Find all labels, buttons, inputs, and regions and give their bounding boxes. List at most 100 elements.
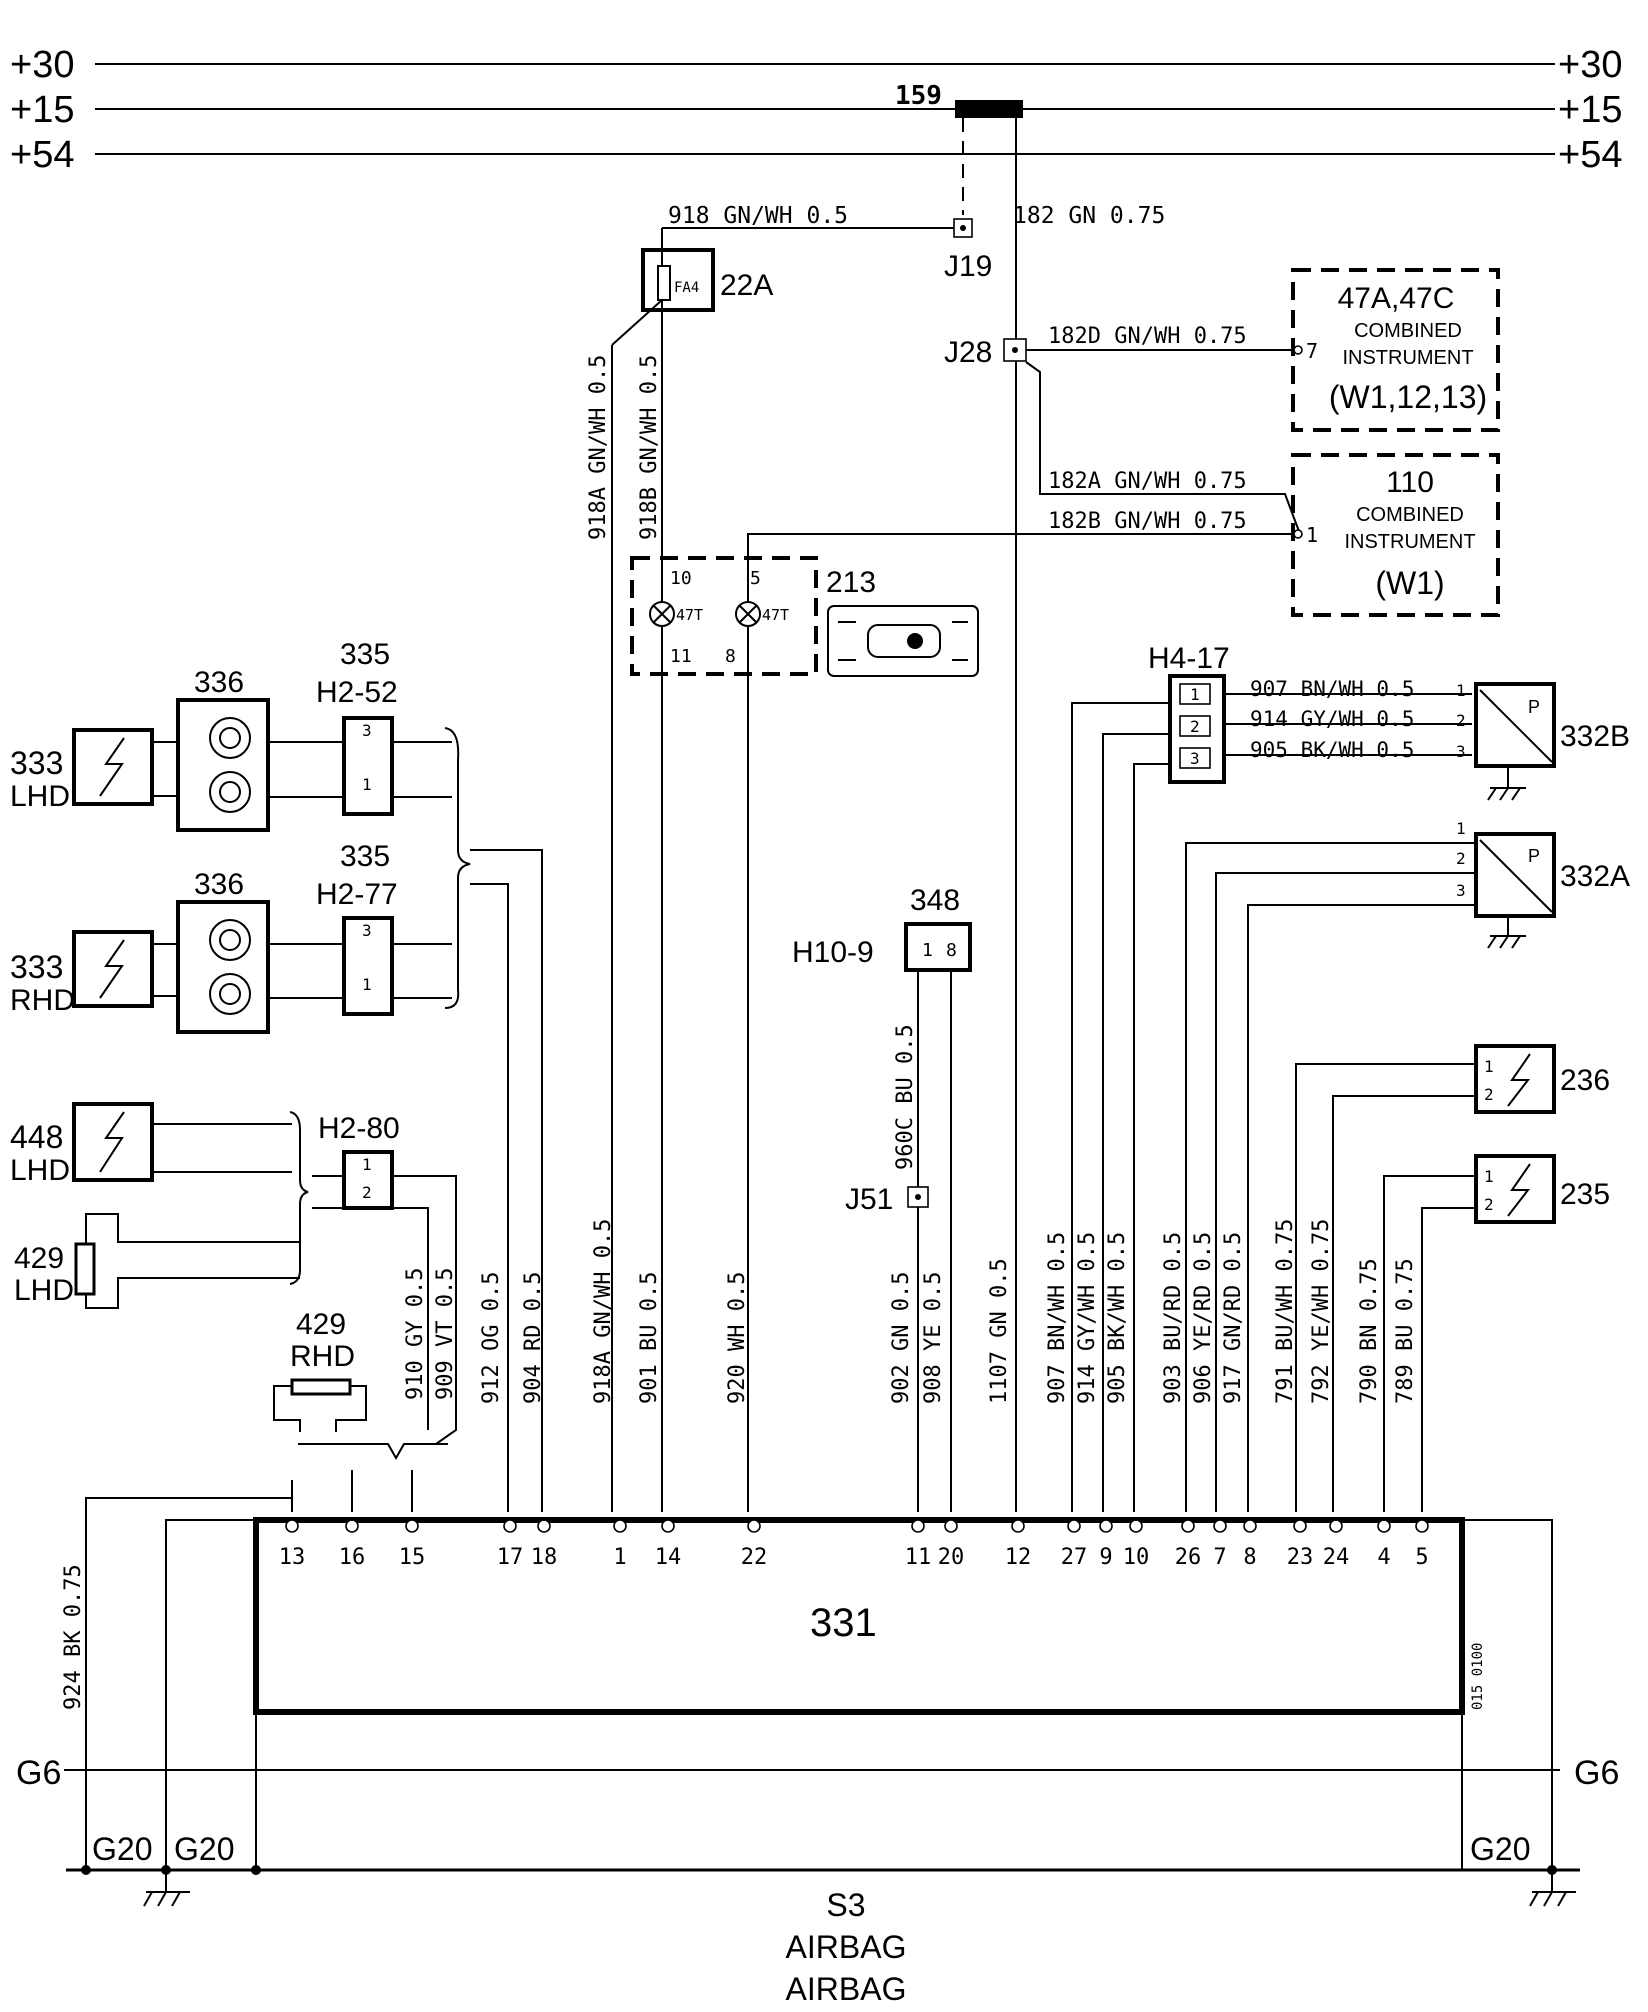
ecu-pin-label: 15 xyxy=(399,1545,426,1570)
ecu-pin xyxy=(944,1519,958,1533)
svg-text:1: 1 xyxy=(1484,1057,1494,1076)
wire-918: 918 GN/WH 0.5 xyxy=(668,203,848,229)
wire-label: 904 RD 0.5 xyxy=(521,1272,546,1404)
label-g20-3: G20 xyxy=(1470,1831,1530,1867)
ecu-pin xyxy=(1129,1519,1143,1533)
svg-text:LHD: LHD xyxy=(10,1154,70,1187)
svg-text:47T: 47T xyxy=(762,606,789,624)
driver-airbag-rhd: 333 RHD 336 3 1 335 H2-77 xyxy=(10,840,452,1034)
wire-label: 1107 GN 0.5 xyxy=(987,1258,1012,1404)
rail-15-right: +15 xyxy=(1558,89,1622,131)
diagram-title: AIRBAG xyxy=(786,1929,907,1965)
wire-918a-top: 918A GN/WH 0.5 xyxy=(586,355,611,540)
label-j19: J19 xyxy=(944,250,992,283)
label-h2-77: H2-77 xyxy=(316,878,398,911)
label-331: 331 xyxy=(810,1601,877,1645)
svg-text:P: P xyxy=(1528,697,1540,717)
svg-text:1: 1 xyxy=(922,940,933,961)
junction-j19: J19 918 GN/WH 0.5 xyxy=(662,203,992,283)
ecu-pin xyxy=(1181,1519,1195,1533)
wire-label: 920 WH 0.5 xyxy=(725,1272,750,1404)
svg-text:1: 1 xyxy=(1456,681,1466,700)
ecu-pin-label: 23 xyxy=(1287,1545,1314,1570)
driver-airbag-lhd: 333 LHD 336 3 1 335 H2-52 xyxy=(10,638,452,832)
rail-30-left: +30 xyxy=(10,44,74,86)
wire-182a: 182A GN/WH 0.75 xyxy=(1048,469,1247,494)
svg-text:2: 2 xyxy=(1484,1195,1494,1214)
connector-h4-17: H4-17 1 2 3 907 BN/WH 0.5 914 GY/WH 0.5 … xyxy=(1071,642,1472,1512)
label-g6-left: G6 xyxy=(16,1754,61,1792)
svg-text:(W1,12,13): (W1,12,13) xyxy=(1329,379,1487,415)
diagram-title-2: AIRBAG xyxy=(786,1971,907,2007)
label-j51: J51 xyxy=(845,1183,893,1216)
wire-label: 790 BN 0.75 xyxy=(1357,1258,1382,1404)
svg-text:3: 3 xyxy=(362,921,372,940)
rail-54-right: +54 xyxy=(1558,134,1622,176)
ecu-pin-label: 8 xyxy=(1243,1545,1256,1570)
ecu-pin xyxy=(537,1519,551,1533)
svg-text:10: 10 xyxy=(670,568,692,589)
label-22a: 22A xyxy=(720,269,773,302)
wire-905-top: 905 BK/WH 0.5 xyxy=(1250,738,1414,762)
label-335-bottom: 335 xyxy=(340,840,390,873)
ecu-pin xyxy=(285,1519,299,1533)
label-336-bottom: 336 xyxy=(194,868,244,901)
diagram-code: S3 xyxy=(826,1887,865,1923)
wire-924: 924 BK 0.75 xyxy=(61,1564,86,1710)
svg-text:47T: 47T xyxy=(676,606,703,624)
wire-label: 906 YE/RD 0.5 xyxy=(1191,1232,1216,1404)
connector-348: 348 H10-9 1 8 960C BU 0.5 J51 xyxy=(792,884,972,1512)
label-h4-17: H4-17 xyxy=(1148,642,1230,675)
wire-182b: 182B GN/WH 0.75 xyxy=(1048,509,1247,534)
wire-960c: 960C BU 0.5 xyxy=(893,1024,918,1170)
seatbelt-tensioner-429-lhd: 429 LHD xyxy=(14,1111,309,1309)
combined-instrument-110: 1 110 COMBINED INSTRUMENT (W1) xyxy=(1291,453,1500,617)
svg-text:2: 2 xyxy=(1456,849,1466,868)
svg-text:2: 2 xyxy=(1456,711,1466,730)
svg-text:333: 333 xyxy=(10,745,63,781)
ecu-pin-label: 20 xyxy=(938,1545,965,1570)
ecu-pin-label: 16 xyxy=(339,1545,366,1570)
svg-text:3: 3 xyxy=(362,721,372,740)
label-235: 235 xyxy=(1560,1178,1610,1211)
svg-text:1: 1 xyxy=(1456,819,1466,838)
squib-236: 1 2 236 xyxy=(1295,1044,1610,1512)
label-g6-right: G6 xyxy=(1574,1754,1619,1792)
wire-182d: 182D GN/WH 0.75 xyxy=(1048,324,1247,349)
svg-text:INSTRUMENT: INSTRUMENT xyxy=(1344,531,1475,553)
svg-text:429: 429 xyxy=(14,1242,64,1275)
wire-label: 791 BU/WH 0.75 xyxy=(1273,1219,1298,1404)
label-336-top: 336 xyxy=(194,666,244,699)
svg-text:1: 1 xyxy=(362,975,372,994)
svg-text:3: 3 xyxy=(1190,749,1200,768)
label-fa4: FA4 xyxy=(674,280,699,296)
squib-235: 1 2 235 xyxy=(1383,1154,1610,1512)
label-159: 159 xyxy=(895,81,942,111)
ecu-pin xyxy=(405,1519,419,1533)
wire-bottom-0: 910 GY 0.5 xyxy=(403,1268,428,1400)
brace-335 xyxy=(444,727,543,1512)
ecu-pin-label: 11 xyxy=(905,1545,932,1570)
svg-text:7: 7 xyxy=(1306,339,1318,363)
label-335-top: 335 xyxy=(340,638,390,671)
ecu-pin xyxy=(747,1519,761,1533)
svg-text:429: 429 xyxy=(296,1308,346,1341)
ecu-pin xyxy=(613,1519,627,1533)
rail-54-left: +54 xyxy=(10,134,74,176)
svg-text:P: P xyxy=(1528,846,1540,866)
svg-text:3: 3 xyxy=(1456,881,1466,900)
svg-text:2: 2 xyxy=(1484,1085,1494,1104)
ecu-pin xyxy=(1329,1519,1343,1533)
svg-text:11: 11 xyxy=(670,646,692,667)
combined-instrument-47: 7 47A,47C COMBINED INSTRUMENT (W1,12,13) xyxy=(1291,268,1500,432)
rail-30-right: +30 xyxy=(1558,44,1622,86)
junction-j28: J28 182D GN/WH 0.75 182A GN/WH 0.75 182B… xyxy=(747,324,1301,818)
svg-text:1: 1 xyxy=(1306,523,1318,547)
ecu-pin-label: 12 xyxy=(1005,1545,1032,1570)
svg-text:3: 3 xyxy=(1456,742,1466,761)
svg-text:110: 110 xyxy=(1386,466,1434,499)
svg-text:1: 1 xyxy=(1190,685,1200,704)
ecu-pin xyxy=(1067,1519,1081,1533)
svg-text:2: 2 xyxy=(362,1183,372,1202)
